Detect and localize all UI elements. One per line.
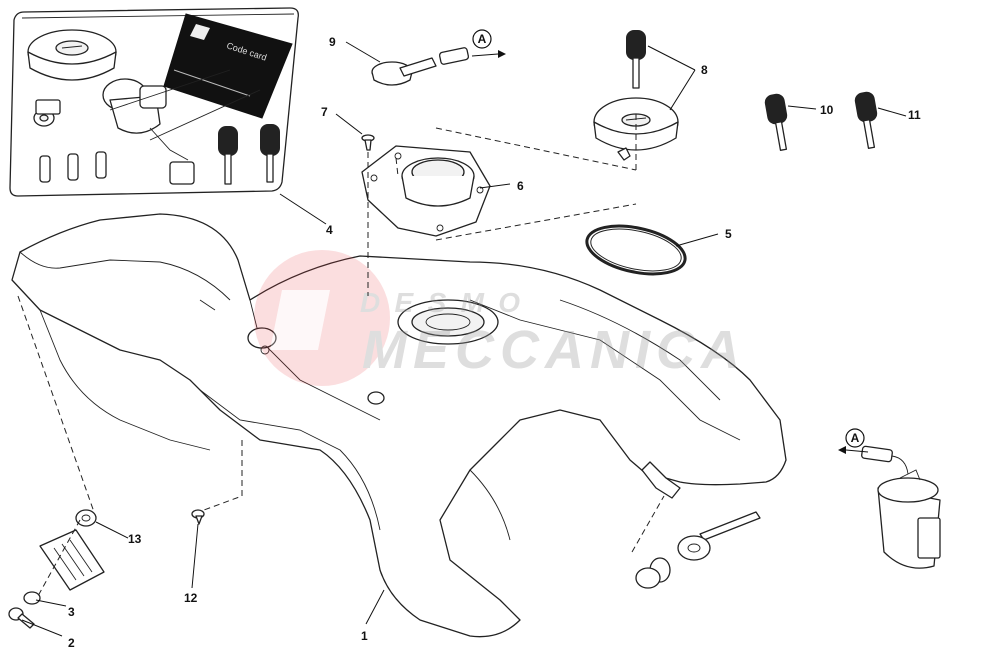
- screw-2: [8, 607, 35, 629]
- rubber-mount: [635, 511, 761, 589]
- vapor-canister: [861, 445, 941, 569]
- screw-12: [191, 509, 205, 525]
- cap-key: [626, 30, 646, 89]
- ignition-kit-inset: Code card: [9, 7, 299, 197]
- callout-10: 10: [820, 103, 834, 117]
- o-ring-gasket: [585, 224, 687, 276]
- watermark-line2: MECCANICA: [362, 320, 740, 380]
- callout-labels: 1 2 3 4 5 6 7 8 9 10 11 12 13: [68, 35, 921, 650]
- washer-3: [23, 591, 41, 605]
- washer-13: [75, 509, 97, 527]
- fuel-tank: [11, 213, 787, 638]
- inset-keys: [218, 124, 280, 185]
- flange-screw: [361, 134, 375, 151]
- marker-a-right-text: A: [851, 431, 860, 445]
- callout-3: 3: [68, 605, 75, 619]
- callout-4: 4: [326, 223, 333, 237]
- watermark: DESMO MECCANICA: [254, 250, 740, 386]
- reference-marker-a-top: A: [472, 29, 492, 49]
- callout-11: 11: [908, 108, 921, 122]
- assembly-lines: [17, 114, 665, 597]
- callout-2: 2: [68, 636, 75, 650]
- callout-1: 1: [361, 629, 368, 643]
- key-11: [854, 91, 878, 149]
- inset-lock-barrel: [33, 99, 61, 127]
- filler-flange: [361, 145, 491, 237]
- inset-ignition-switch: [102, 78, 195, 185]
- arrow-top: [471, 50, 506, 58]
- arrow-right: [838, 446, 869, 454]
- side-bracket: [39, 529, 105, 591]
- inset-pins: [39, 151, 107, 183]
- callout-9: 9: [329, 35, 336, 49]
- callout-8: 8: [701, 63, 708, 77]
- marker-a-top-text: A: [478, 32, 487, 46]
- inset-fuel-cap: [27, 29, 117, 81]
- reference-marker-a-right: A: [845, 428, 865, 448]
- key-10: [764, 93, 788, 151]
- callout-5: 5: [725, 227, 732, 241]
- callout-7: 7: [321, 105, 328, 119]
- callout-6: 6: [517, 179, 524, 193]
- breather-fitting: [371, 47, 470, 86]
- callout-12: 12: [184, 591, 198, 605]
- leader-lines: [21, 41, 907, 637]
- code-card: Code card: [163, 13, 293, 119]
- callout-13: 13: [128, 532, 142, 546]
